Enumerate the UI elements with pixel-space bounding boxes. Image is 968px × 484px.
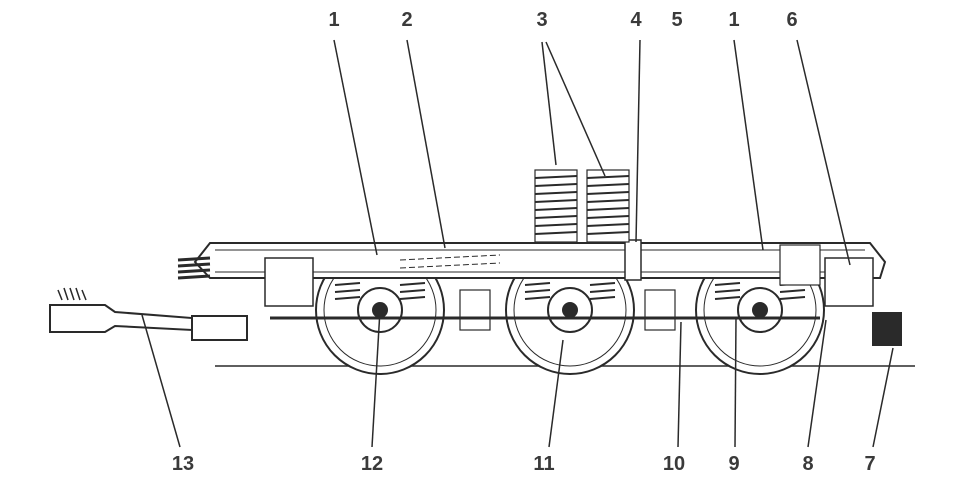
- brake-units: [264, 244, 902, 346]
- callout-1-right: 1: [728, 9, 739, 31]
- callout-1-left: 1: [328, 9, 339, 31]
- callout-3: 3: [536, 9, 547, 31]
- callout-8: 8: [802, 453, 813, 475]
- secondary-springs: [534, 169, 630, 243]
- callout-2: 2: [401, 9, 412, 31]
- leader-lines: [141, 39, 894, 448]
- callout-10: 10: [663, 453, 685, 475]
- callout-13: 13: [172, 453, 194, 475]
- callout-5: 5: [671, 9, 682, 31]
- callout-4: 4: [630, 9, 642, 31]
- callout-6: 6: [786, 9, 797, 31]
- callout-12: 12: [361, 453, 383, 475]
- bogie-frame: [193, 239, 887, 281]
- traction-rod: [49, 256, 248, 341]
- callout-11: 11: [533, 453, 554, 475]
- callout-7: 7: [864, 453, 875, 475]
- callout-9: 9: [728, 453, 739, 475]
